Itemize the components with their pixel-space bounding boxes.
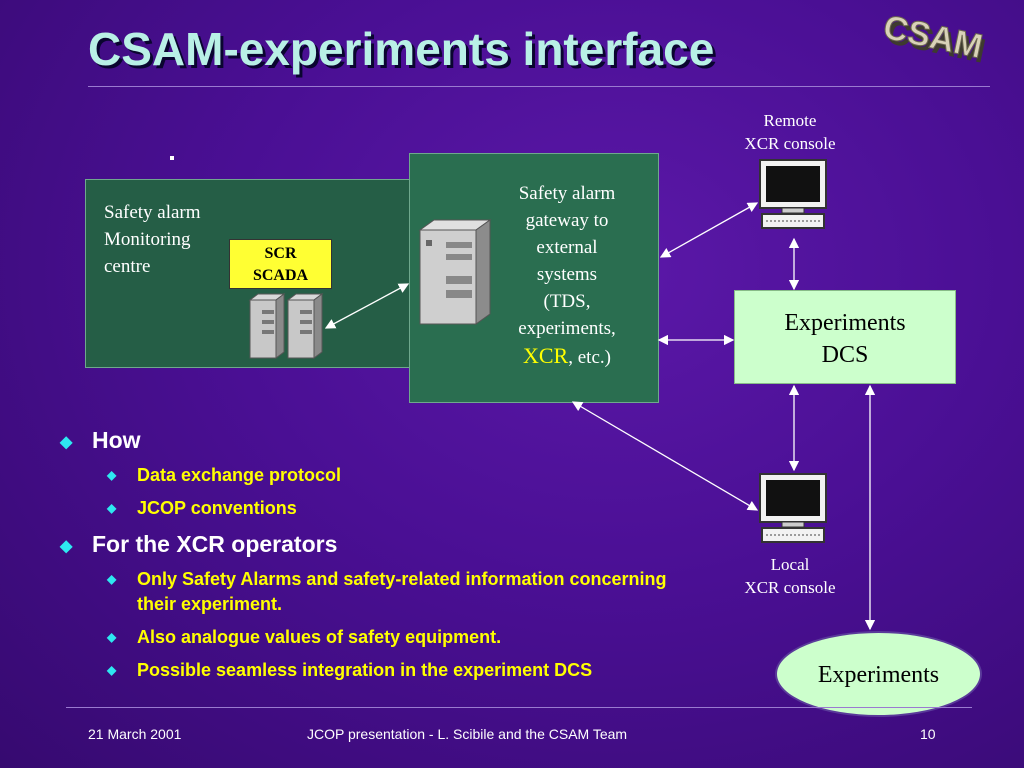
gateway-box [409, 153, 659, 403]
bullet-data-exchange: ◆ Data exchange protocol [60, 463, 740, 488]
footer-page-number: 10 [920, 726, 936, 742]
bullet-analogue: ◆ Also analogue values of safety equipme… [60, 625, 740, 650]
footer-divider [66, 707, 972, 708]
diamond-bullet-icon: ◆ [107, 468, 117, 482]
bullet-integration: ◆ Possible seamless integration in the e… [60, 658, 740, 683]
diamond-bullet-icon: ◆ [60, 434, 73, 451]
title-divider [88, 86, 990, 87]
small-marker [170, 156, 174, 160]
slide-title: CSAM-experiments interface [88, 23, 715, 75]
diamond-bullet-icon: ◆ [107, 630, 117, 644]
diamond-bullet-icon: ◆ [107, 572, 117, 586]
bullet-xcr-operators: ◆ For the XCR operators [60, 529, 740, 559]
monitoring-centre-label: Safety alarm Monitoring centre [104, 202, 201, 277]
csam-logo: CSAM CSAM [872, 6, 992, 76]
diamond-bullet-icon: ◆ [107, 501, 117, 515]
remote-console-label: Remote XCR console [744, 111, 836, 153]
diamond-bullet-icon: ◆ [107, 663, 117, 677]
footer-date: 21 March 2001 [88, 726, 182, 742]
experiments-dcs-box: Experiments DCS [734, 290, 956, 384]
scr-scada-box: SCR SCADA [229, 239, 332, 289]
arrow-gateway-remote [659, 202, 759, 258]
remote-monitor-icon [759, 159, 827, 229]
diamond-bullet-icon: ◆ [60, 538, 73, 555]
scada-server-icon [248, 293, 324, 359]
local-monitor-icon [759, 473, 827, 543]
bullet-how: ◆ How [60, 425, 740, 455]
local-console-label: Local XCR console [744, 555, 836, 597]
bullet-safety-alarms: ◆ Only Safety Alarms and safety-related … [107, 569, 667, 614]
bullet-jcop: ◆ JCOP conventions [60, 496, 740, 521]
xcr-highlight: XCR [523, 343, 569, 368]
gateway-label: Safety alarm gateway to external systems… [518, 183, 616, 368]
bullet-list: ◆ How ◆ Data exchange protocol ◆ JCOP co… [60, 425, 740, 691]
experiments-ellipse: Experiments [775, 631, 982, 717]
gateway-server-icon [418, 219, 492, 325]
footer-center: JCOP presentation - L. Scibile and the C… [307, 726, 628, 742]
